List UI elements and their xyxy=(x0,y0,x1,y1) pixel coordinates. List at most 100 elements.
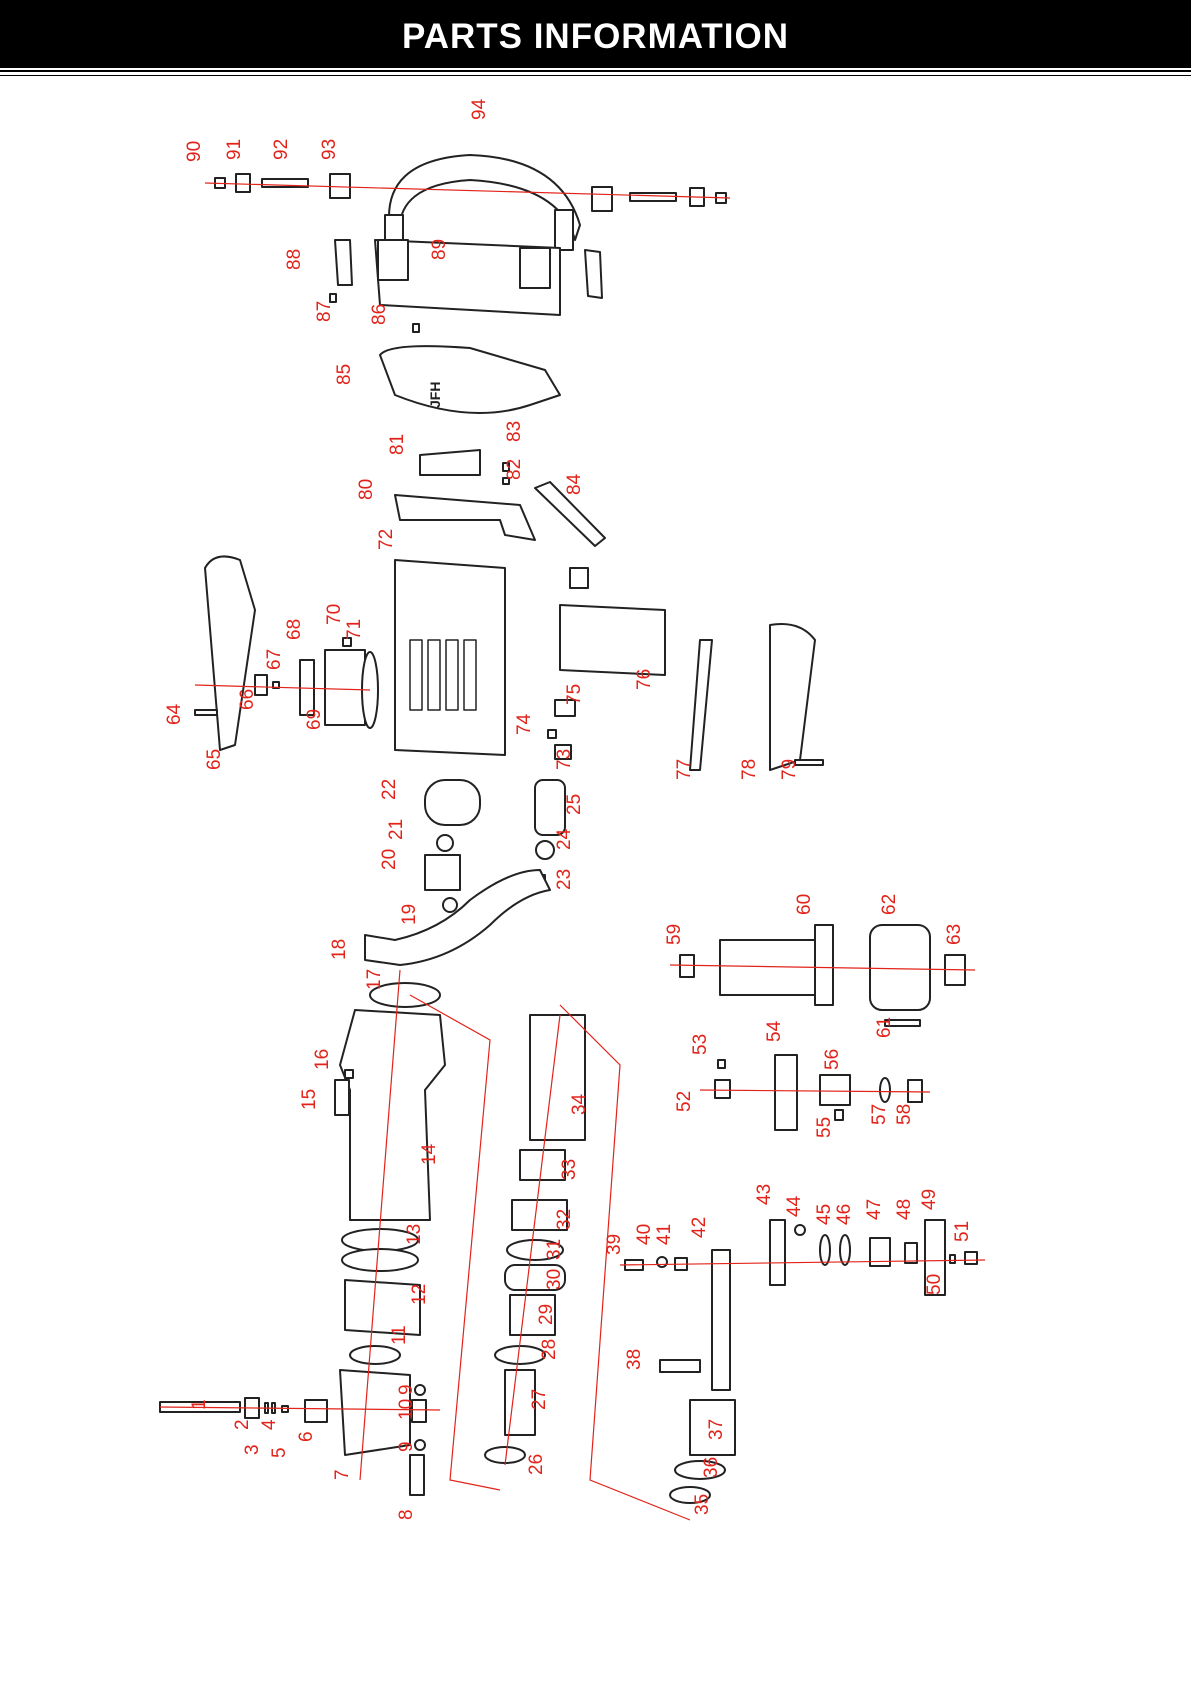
part-label-36: 36 xyxy=(701,1457,722,1478)
part-65 xyxy=(205,556,255,750)
part-label-24: 24 xyxy=(554,828,575,850)
part-label-53: 53 xyxy=(690,1034,711,1055)
part-label-84: 84 xyxy=(564,473,585,495)
part-label-15: 15 xyxy=(299,1089,320,1110)
part-label-19: 19 xyxy=(399,904,420,925)
part-label-77: 77 xyxy=(674,759,695,780)
part-label-7: 7 xyxy=(332,1469,353,1480)
part-87 xyxy=(330,294,336,302)
part-77 xyxy=(690,640,712,770)
part-20 xyxy=(425,855,460,890)
part-label-55: 55 xyxy=(814,1117,835,1138)
part-55 xyxy=(835,1110,843,1120)
part-label-87: 87 xyxy=(314,301,335,322)
part-80 xyxy=(395,495,535,540)
part-28 xyxy=(495,1346,545,1364)
axis-handle xyxy=(205,183,730,198)
part-label-93: 93 xyxy=(319,139,340,160)
part-94-handle xyxy=(389,155,580,240)
part-label-69: 69 xyxy=(304,709,325,730)
part-14 xyxy=(340,1010,445,1220)
part-label-52: 52 xyxy=(674,1091,695,1112)
part-label-73: 73 xyxy=(554,749,575,770)
header-rule xyxy=(0,70,1191,72)
part-52 xyxy=(715,1080,730,1098)
part-56 xyxy=(820,1075,850,1105)
part-86 xyxy=(413,324,419,332)
part-93-r xyxy=(592,187,612,211)
part-label-41: 41 xyxy=(654,1224,675,1245)
part-93 xyxy=(330,174,350,198)
part-89-block-l xyxy=(378,240,408,280)
part-label-11: 11 xyxy=(389,1325,410,1345)
part-69 xyxy=(325,650,365,725)
part-label-65: 65 xyxy=(204,749,225,770)
part-label-59: 59 xyxy=(664,924,685,945)
part-label-78: 78 xyxy=(739,759,760,780)
part-label-89: 89 xyxy=(429,239,450,260)
part-58 xyxy=(908,1080,922,1102)
part-label-27: 27 xyxy=(529,1389,550,1410)
part-21 xyxy=(437,835,453,851)
part-label-18: 18 xyxy=(329,939,350,960)
part-label-10: 10 xyxy=(396,1399,417,1420)
part-62 xyxy=(870,925,930,1010)
part-85 xyxy=(380,346,560,413)
part-label-45: 45 xyxy=(814,1204,835,1225)
brand-logo-text: JFH xyxy=(427,382,443,408)
part-label-5: 5 xyxy=(269,1447,290,1458)
part-label-85: 85 xyxy=(334,364,355,385)
part-40 xyxy=(657,1257,667,1267)
part-label-12: 12 xyxy=(409,1284,430,1305)
part-label-88: 88 xyxy=(284,249,305,270)
part-label-71: 71 xyxy=(344,619,365,640)
part-label-62: 62 xyxy=(879,894,900,915)
part-74 xyxy=(548,730,556,738)
part-label-1: 1 xyxy=(189,1399,210,1410)
part-label-17: 17 xyxy=(364,969,385,990)
part-46 xyxy=(840,1235,850,1265)
part-89-block-r xyxy=(520,248,550,288)
part-label-22: 22 xyxy=(379,779,400,800)
part-label-50: 50 xyxy=(924,1274,945,1295)
part-45 xyxy=(820,1235,830,1265)
part-label-26: 26 xyxy=(526,1454,547,1475)
part-label-25: 25 xyxy=(564,794,585,815)
part-label-66: 66 xyxy=(237,689,258,710)
part-15 xyxy=(335,1080,349,1115)
part-53 xyxy=(718,1060,725,1068)
part-label-39: 39 xyxy=(604,1234,625,1255)
part-label-29: 29 xyxy=(536,1304,557,1325)
part-label-47: 47 xyxy=(864,1199,885,1220)
part-label-3: 3 xyxy=(242,1444,263,1455)
part-label-92: 92 xyxy=(271,139,292,160)
part-11 xyxy=(350,1346,400,1364)
part-label-33: 33 xyxy=(559,1159,580,1180)
part-88-r xyxy=(585,250,602,298)
part-label-63: 63 xyxy=(944,924,965,945)
part-label-4: 4 xyxy=(259,1419,280,1430)
part-label-30: 30 xyxy=(544,1269,565,1290)
part-label-35: 35 xyxy=(692,1494,713,1515)
part-label-79: 79 xyxy=(779,759,800,780)
part-label-57: 57 xyxy=(869,1104,890,1125)
part-label-20: 20 xyxy=(379,849,400,870)
part-78 xyxy=(770,624,815,770)
part-label-60: 60 xyxy=(794,894,815,915)
part-label-31: 31 xyxy=(544,1239,565,1260)
part-6 xyxy=(305,1400,327,1422)
part-label-54: 54 xyxy=(764,1020,785,1042)
part-label-32: 32 xyxy=(554,1209,575,1230)
part-label-58: 58 xyxy=(894,1104,915,1125)
part-44 xyxy=(795,1225,805,1235)
part-label-23: 23 xyxy=(554,869,575,890)
part-label-83: 83 xyxy=(504,421,525,442)
part-label-43: 43 xyxy=(754,1184,775,1205)
part-label-37: 37 xyxy=(706,1419,727,1440)
part-label-28: 28 xyxy=(539,1339,560,1360)
part-51 xyxy=(965,1252,977,1264)
part-label-34: 34 xyxy=(569,1093,590,1115)
part-label-68: 68 xyxy=(284,619,305,640)
part-label-61: 61 xyxy=(874,1017,895,1038)
part-label-44: 44 xyxy=(784,1195,805,1217)
